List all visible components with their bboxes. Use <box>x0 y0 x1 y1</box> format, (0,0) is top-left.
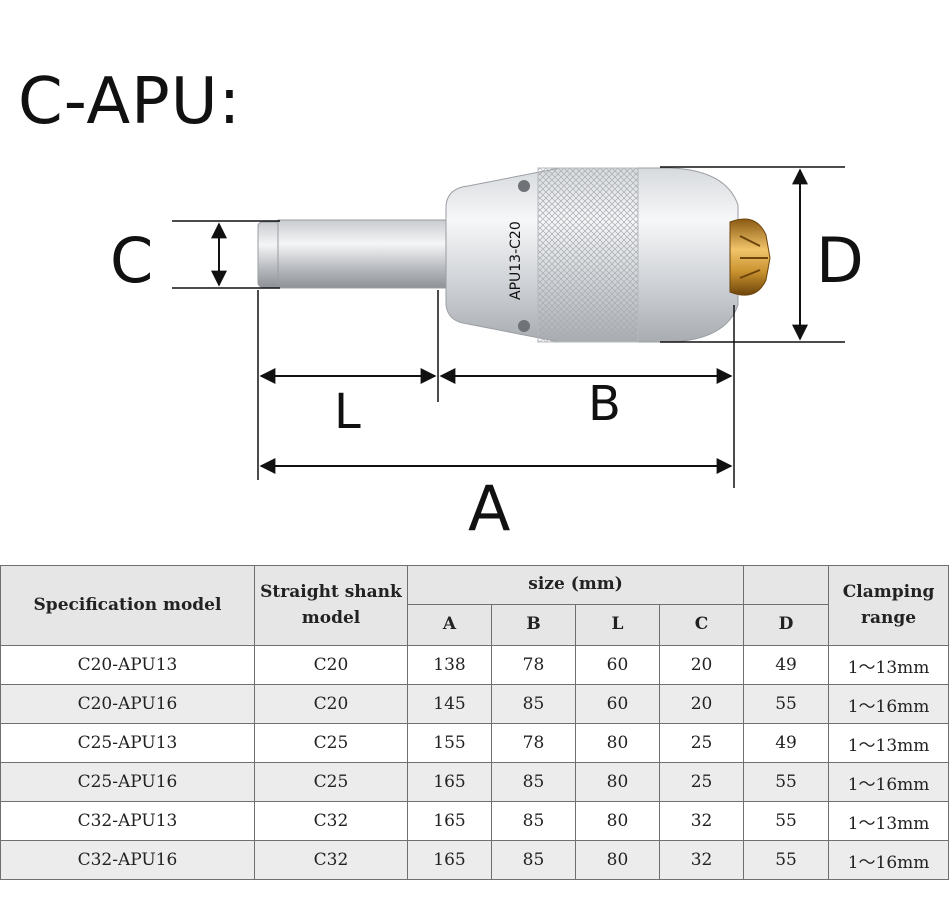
cell-b: 85 <box>491 840 576 880</box>
cell-c: 32 <box>658 840 745 880</box>
header-shank-model: Straight shank model <box>254 565 408 646</box>
cell-b: 85 <box>491 801 576 841</box>
cell-clamping-range: 1～13mm <box>828 801 950 841</box>
spec-table: Specification model Straight shank model… <box>0 565 950 880</box>
cell-spec-model: C20-APU16 <box>0 684 255 724</box>
cell-a: 165 <box>407 762 492 802</box>
header-spec-model: Specification model <box>0 565 255 646</box>
cell-spec-model: C20-APU13 <box>0 645 255 685</box>
header-col-c: C <box>658 604 745 646</box>
cell-l: 80 <box>575 723 660 763</box>
cell-a: 165 <box>407 801 492 841</box>
cell-clamping-range: 1～16mm <box>828 684 950 724</box>
header-col-l: L <box>575 604 660 646</box>
cell-spec-model: C32-APU16 <box>0 840 255 880</box>
shank <box>257 219 447 289</box>
cell-c: 32 <box>658 801 745 841</box>
cell-l: 80 <box>575 762 660 802</box>
cell-c: 25 <box>658 723 745 763</box>
cell-spec-model: C25-APU13 <box>0 723 255 763</box>
cell-clamping-range: 1～13mm <box>828 723 950 763</box>
cell-b: 85 <box>491 684 576 724</box>
cell-d: 55 <box>743 801 830 841</box>
cell-spec-model: C25-APU16 <box>0 762 255 802</box>
cell-a: 165 <box>407 840 492 880</box>
cell-b: 78 <box>491 645 576 685</box>
cell-shank-model: C32 <box>254 801 408 841</box>
cell-d: 55 <box>743 840 830 880</box>
chuck-body: APU13-C20 <box>445 167 739 343</box>
cell-a: 155 <box>407 723 492 763</box>
header-col-b: B <box>491 604 576 646</box>
cell-l: 80 <box>575 840 660 880</box>
cell-d: 55 <box>743 684 830 724</box>
cell-shank-model: C20 <box>254 645 408 685</box>
dim-label-a: A <box>468 472 510 545</box>
cell-a: 145 <box>407 684 492 724</box>
cell-l: 60 <box>575 684 660 724</box>
extension-lines <box>172 166 845 488</box>
page-title: C-APU: <box>18 65 242 139</box>
cell-d: 49 <box>743 723 830 763</box>
dim-label-c: C <box>110 224 153 297</box>
cell-c: 20 <box>658 684 745 724</box>
dim-label-l: L <box>334 384 361 440</box>
cell-clamping-range: 1～16mm <box>828 762 950 802</box>
header-blank <box>743 565 830 605</box>
cell-spec-model: C32-APU13 <box>0 801 255 841</box>
cell-l: 60 <box>575 645 660 685</box>
chuck-jaws <box>729 218 771 296</box>
header-size-group: size (mm) <box>406 565 745 605</box>
cell-shank-model: C25 <box>254 762 408 802</box>
header-col-a: A <box>407 604 492 646</box>
header-clamping: Clamping range <box>828 565 950 646</box>
cell-c: 25 <box>658 762 745 802</box>
cell-c: 20 <box>658 645 745 685</box>
cell-d: 49 <box>743 645 830 685</box>
bottom-rule <box>0 908 950 920</box>
cell-l: 80 <box>575 801 660 841</box>
dim-label-b: B <box>588 376 621 432</box>
cell-shank-model: C20 <box>254 684 408 724</box>
cell-b: 85 <box>491 762 576 802</box>
cell-shank-model: C25 <box>254 723 408 763</box>
engraving-text: APU13-C20 <box>508 221 524 300</box>
cell-d: 55 <box>743 762 830 802</box>
cell-clamping-range: 1～16mm <box>828 840 950 880</box>
cell-a: 138 <box>407 645 492 685</box>
header-col-d: D <box>743 604 830 646</box>
cell-shank-model: C32 <box>254 840 408 880</box>
cell-b: 78 <box>491 723 576 763</box>
dim-label-d: D <box>816 224 864 297</box>
cell-clamping-range: 1～13mm <box>828 645 950 685</box>
chuck-drawing: APU13-C20 C D L B A <box>110 166 864 545</box>
